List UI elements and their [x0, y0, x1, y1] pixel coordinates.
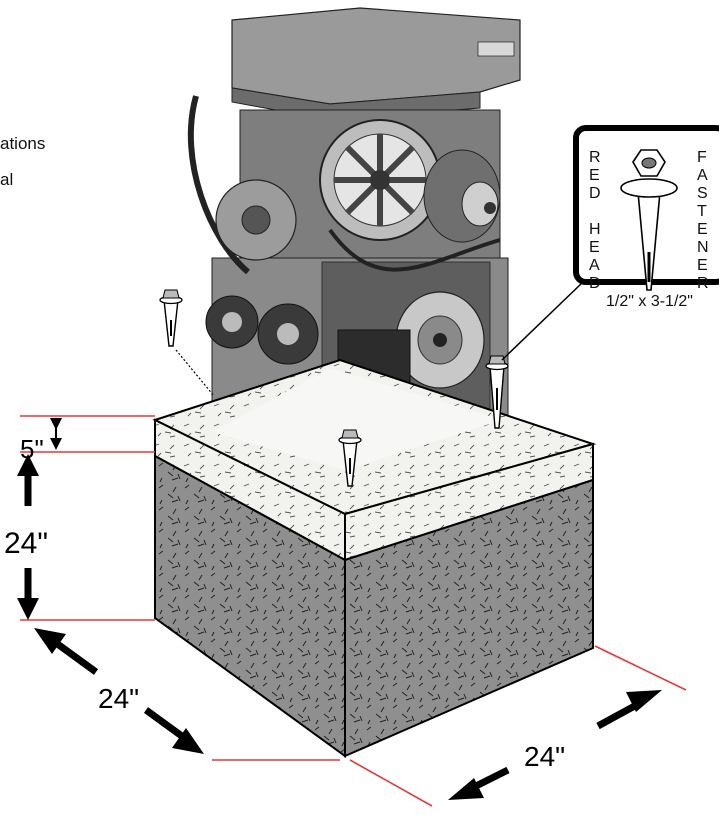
block-height-arrow: [17, 454, 39, 620]
dimension-reference-lines: [20, 415, 687, 807]
callout-right-letter-7: E: [697, 257, 708, 274]
callout-right-letter-5: E: [697, 221, 708, 238]
callout-leader-line: [501, 281, 584, 361]
callout-left-letter-8: D: [589, 275, 601, 292]
brake-assembly: [395, 291, 485, 389]
callout-right-letter-3: S: [697, 185, 708, 202]
cropped-text-line-2: al: [0, 170, 14, 189]
block-width-right-label: 24": [524, 741, 565, 772]
cropped-text-line-1: ations: [0, 134, 46, 153]
callout-right-letter-1: F: [697, 149, 707, 166]
block-width-left-label: 24": [98, 683, 139, 714]
machine-label-plate: [477, 41, 515, 57]
callout-left-letter-3: D: [589, 185, 601, 202]
anchor-bolt-center: [338, 429, 362, 487]
fastener-bolt-icon: [620, 149, 678, 291]
cap-depth-label: 5": [20, 434, 44, 464]
electric-motor: [423, 149, 501, 243]
callout-left-letter-1: R: [589, 149, 601, 166]
guide-rollers: [205, 295, 319, 365]
block-width-left-arrow: [34, 628, 204, 754]
fastener-callout: R E D H E A D F A S T E N E R 1/2" x 3-1…: [573, 125, 719, 310]
callout-left-letter-6: E: [589, 239, 600, 256]
block-height-label: 24": [4, 527, 48, 560]
callout-right-letter-8: R: [697, 275, 709, 292]
anchor-bolt-right: [485, 355, 509, 429]
bolt-hole-guide: [175, 349, 215, 397]
callout-right-letter-4: T: [697, 203, 707, 220]
callout-right-letter-6: N: [697, 239, 709, 256]
block-width-right-arrow: [448, 690, 662, 800]
callout-left-letter-2: E: [589, 167, 600, 184]
machine-footprint: [212, 368, 502, 470]
flywheel-pulley: [319, 119, 441, 241]
drive-chain: [187, 95, 250, 275]
anchor-bolt-left: [159, 289, 215, 397]
base-front-right: [344, 478, 594, 758]
callout-left-letter-5: H: [589, 221, 601, 238]
drive-belt: [328, 228, 501, 272]
fastener-size-label: 1/2" x 3-1/2": [606, 293, 693, 310]
concrete-pad: [152, 358, 597, 758]
callout-right-letter-2: A: [697, 167, 708, 184]
callout-left-letter-7: A: [589, 257, 600, 274]
machine-cover-top: [231, 7, 521, 105]
